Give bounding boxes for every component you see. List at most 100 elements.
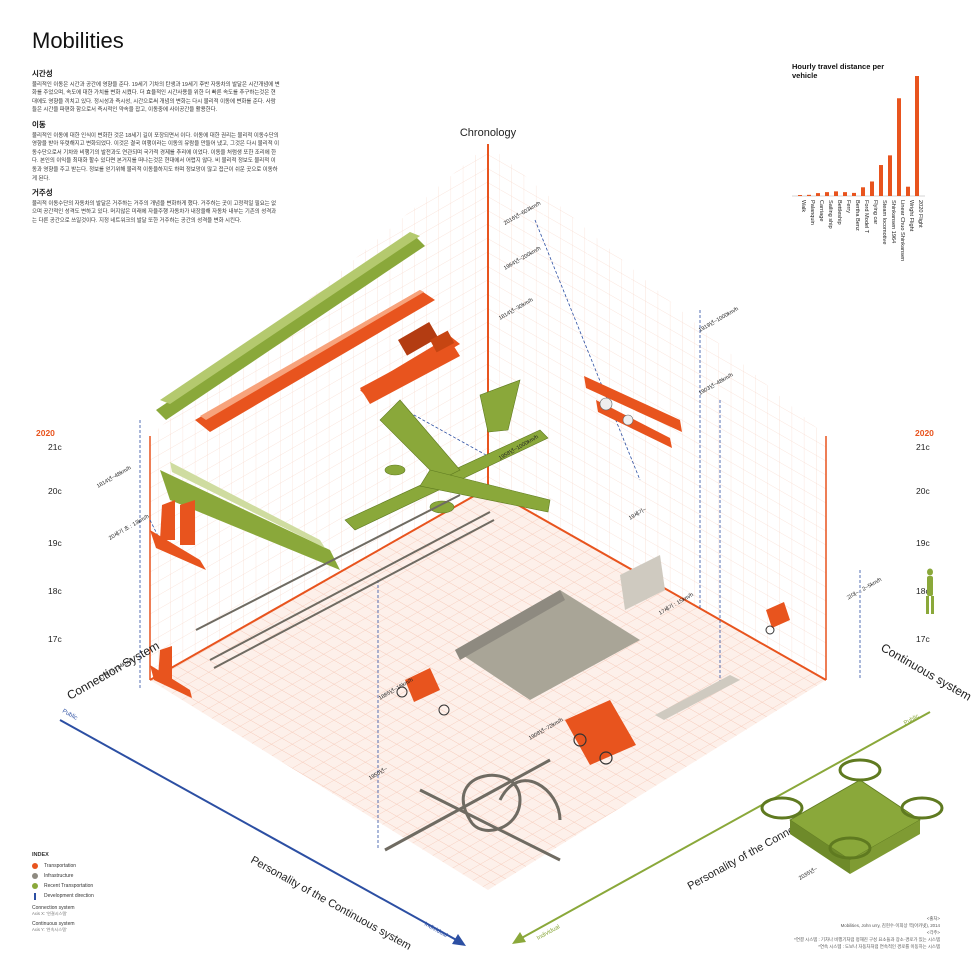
axis-individual-left: Individual [423,922,448,940]
gray-dot-icon [32,873,38,879]
chronology-label: Chronology [460,127,517,139]
bar-category-label: Palanquin [809,200,815,225]
credit-note: *연결 시스템 : 기차나 비행기처럼 정해진 구성 요소들과 장소·경로가 있… [794,937,940,942]
intro-heading-movement: 이동 [32,119,46,129]
legend-item-direction: Development direction [32,891,94,901]
intro-text-movement: 물리적인 이동에 대한 인식이 변화한 것은 18세기 길이 포장되면서 이다.… [32,132,280,182]
century-label: 18c [916,586,930,596]
steam-locomotive [360,330,460,404]
legend-label: Infrastructure [44,873,74,879]
left-wall [150,144,488,680]
travel-chart-title: Hourly travel distance per vehicle [792,62,885,80]
bar-category-label: Ferry [845,200,851,213]
legend-system-sub: Axis X: '연결시스템' [32,911,68,916]
ships [150,462,340,698]
axis-public-right: Public [903,714,920,727]
legend-index: INDEX Transportation Infrastructure Rece… [32,852,94,933]
year-label-right: 2020 [915,428,934,438]
legend-item-infrastructure: Infrastructure [32,871,94,881]
legend-item-transportation: Transportation [32,861,94,871]
bar-sailing-ship [825,192,829,196]
intro-text-residence: 물리적 이동수단의 자동차의 발달은 거주하는 거주의 개념을 변화하게 했다.… [32,200,277,224]
walker [926,568,934,614]
bar-category-label: Flying car [872,200,878,224]
annotation-1919-flight: 1919년~1000km/h [697,304,740,333]
intro-heading-time: 시간성 [32,69,53,78]
bar-category-label: Bettleship [836,200,842,225]
annotation-walk: 고대~ : 2~5km/h [845,575,883,602]
legend-label: Recent Transportation [44,883,94,889]
year-label-left: 2020 [36,428,55,438]
century-label: 19c [48,538,62,548]
legend-label: Transportation [44,863,77,869]
page-title: Mobilities [32,28,124,53]
century-label: 21c [48,442,62,452]
bar-category-label: Shinkansen 1964 [890,200,896,243]
legend-system-name: Connection system [32,905,75,911]
direction-line-icon [34,892,36,900]
bar-steam-locomotive [879,165,883,196]
bar-category-label: Steam locomotive [881,200,887,244]
bar-walk [798,195,802,196]
interchange [384,758,562,862]
credit-source: Mobilities, John urry, 김현수·이희상 역(아카넷), 2… [840,923,940,928]
personality-axis-right [512,711,931,944]
century-label: 19c [916,538,930,548]
bar-series [798,76,919,196]
annotation-flying-car: 2035년~ [797,865,819,882]
legend-continuous-system: Continuous system Axis Y: '연속시스템' [32,921,94,933]
bar-flying-car [870,181,874,196]
bar-category-label: Wright Flight [908,200,914,232]
orange-dot-icon [32,863,38,869]
axis-public-left: Public [61,709,78,722]
bar-category-label: Carriage [818,200,824,221]
century-label: 20c [48,486,62,496]
legend-item-recent: Recent Transportation [32,881,94,891]
station-platform [455,555,740,720]
intro-text: 시간성 물리적인 이동은 시간과 공간에 영향을 준다. 19세기 기차의 탄생… [32,64,280,226]
annotation-steamship: 1814년~48km/h [95,464,132,490]
legend-system-sub: Axis Y: '연속시스템' [32,927,67,932]
bar-linear-chuo-shinkansen [897,98,901,196]
credit-note: *연속 시스템 : 도보나 자동차처럼 연속적인 경로를 이동하는 시스템 [818,944,940,949]
bar-ferry [843,192,847,196]
biplane [584,376,682,448]
credit-label: <출처> [926,916,940,921]
bar-palanquin [807,194,811,196]
bar-bettleship [834,191,838,196]
bar-shinkansen-1964 [888,155,892,196]
personality-axis-left [59,719,466,946]
cars [396,602,790,765]
intro-heading-residence: 거주성 [32,188,53,198]
airplane [344,379,551,531]
century-scale-right: 2020 21c 20c 19c 18c 17c [915,428,934,644]
continuous-system-label: Continuous system [879,640,974,703]
bar-category-label: Linear Chuo Shinkansen [899,200,905,261]
bar-ford-model-t [861,187,865,196]
rail-tracks [195,494,495,669]
bar-category-label: Sailing ship [827,200,833,229]
century-label: 17c [48,634,62,644]
bar-2020-flight [915,76,919,196]
century-scale-left: 2020 21c 20c 19c 18c 17c [36,428,62,644]
century-label: 21c [916,442,930,452]
century-label: 17c [916,634,930,644]
bar-bertha-benz [852,192,856,196]
bar-category-label: 2020 Flight [917,200,923,228]
annotation-sailing: 20세기 초 : 13km/h [107,512,150,542]
high-speed-trains [156,232,460,432]
bar-category-label: Walk [800,200,806,212]
century-label: 18c [48,586,62,596]
legend-connection-system: Connection system Axis X: '연결시스템' [32,905,94,917]
legend-title: INDEX [32,852,49,858]
legend-system-name: Continuous system [32,921,75,927]
flying-car [760,758,944,874]
bar-category-label: Ford Model T [863,200,869,234]
green-dot-icon [32,883,38,889]
credit-notes-label: <각주> [926,930,940,935]
century-label: 20c [916,486,930,496]
